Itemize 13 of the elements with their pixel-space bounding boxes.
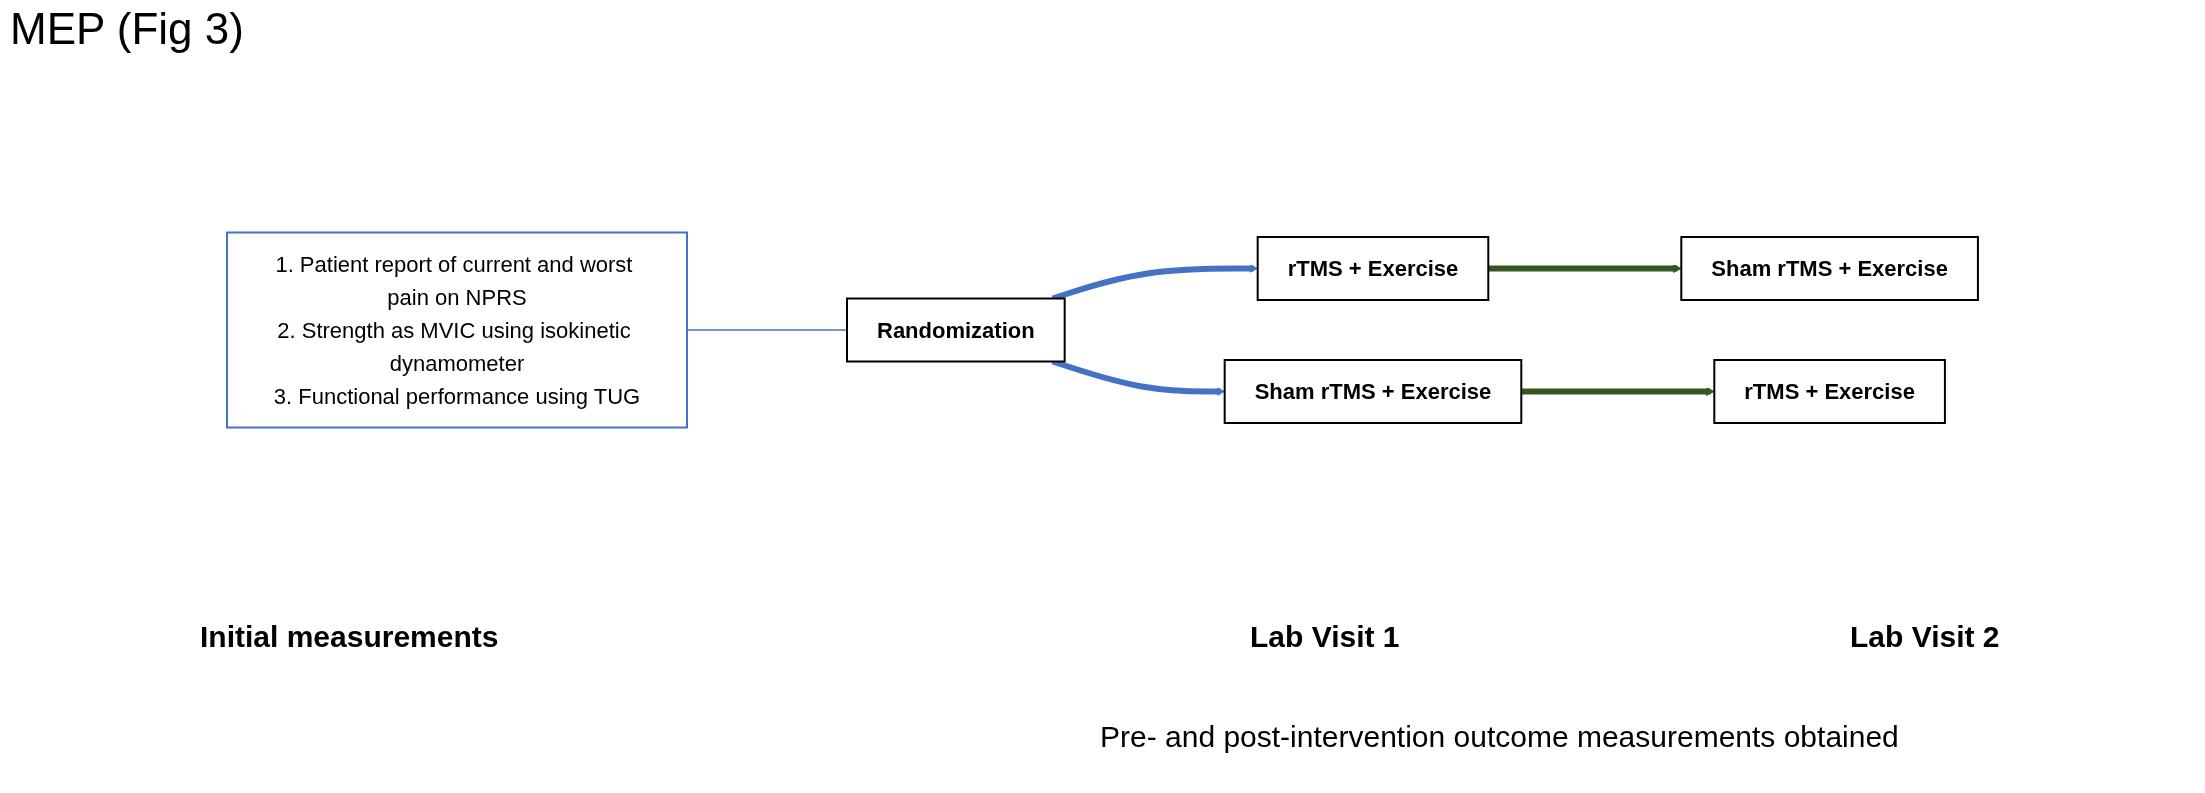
column-heading: Initial measurements xyxy=(200,620,499,654)
node-box: 1. Patient report of current and worst pain on NPRS 2. Strength as MVIC using isokinetic dynamometer 3. Functional performance using TUG xyxy=(226,231,689,429)
title: MEP (Fig 3) xyxy=(10,4,244,54)
note-text: Pre- and post-intervention outcome measurements obtained xyxy=(1100,720,1899,754)
node-box: rTMS + Exercise xyxy=(1256,236,1490,301)
column-heading: Lab Visit 2 xyxy=(1850,620,2000,654)
node-box: Sham rTMS + Exercise xyxy=(1223,359,1523,424)
node-box: rTMS + Exercise xyxy=(1713,359,1946,424)
arrow xyxy=(1488,264,1682,273)
node-box: Sham rTMS + Exercise xyxy=(1680,236,1979,301)
column-heading: Lab Visit 1 xyxy=(1250,620,1400,654)
node-box: Randomization xyxy=(846,297,1066,363)
arrow xyxy=(1521,387,1715,396)
